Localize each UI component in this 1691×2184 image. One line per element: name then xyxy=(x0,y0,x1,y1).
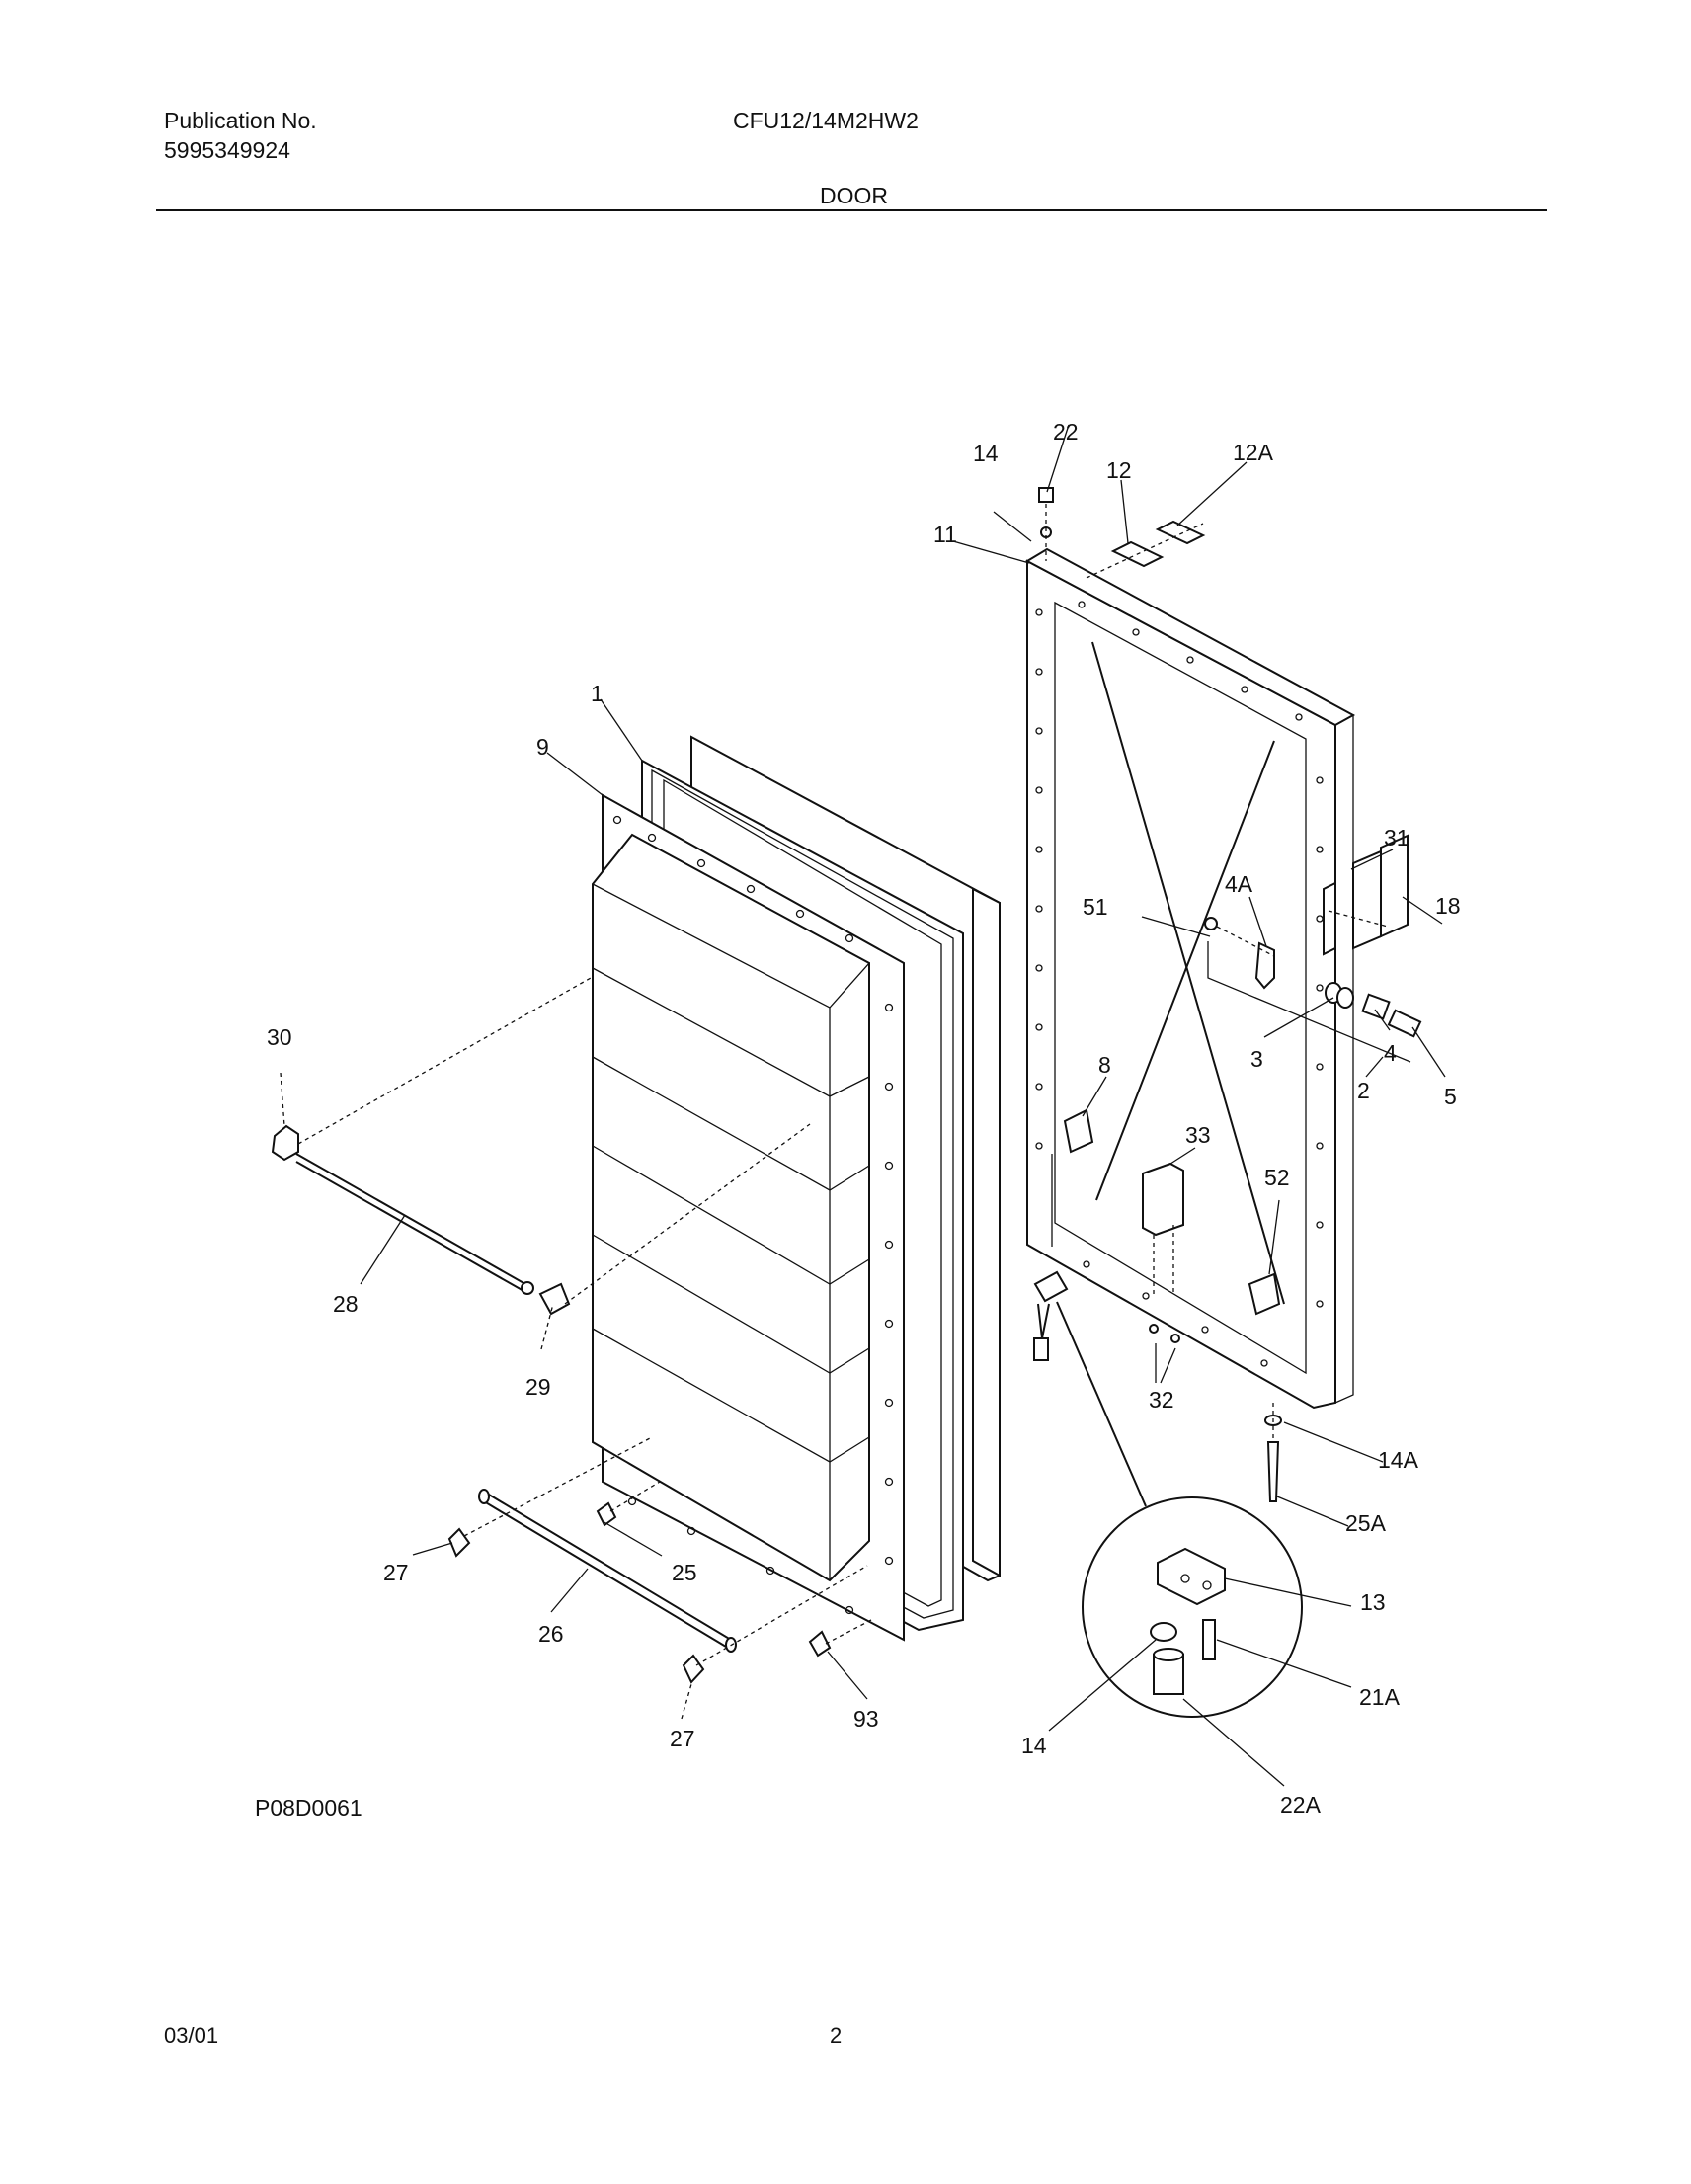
callout-32: 32 xyxy=(1149,1387,1174,1413)
callout-25: 25 xyxy=(672,1560,697,1585)
cross-brace xyxy=(1091,641,1285,1305)
callout-22a: 22A xyxy=(1280,1792,1322,1818)
cross-brace xyxy=(1095,740,1275,1201)
model-number: CFU12/14M2HW2 xyxy=(733,108,919,133)
callout-8: 8 xyxy=(1098,1052,1111,1078)
callout-28: 28 xyxy=(333,1291,359,1317)
callout-27-left: 27 xyxy=(383,1560,409,1585)
header-rule xyxy=(156,209,1547,211)
callout-18: 18 xyxy=(1435,893,1461,919)
figure-id: P08D0061 xyxy=(255,1795,362,1820)
callout-14a: 14A xyxy=(1378,1447,1419,1473)
liner-screw-holes xyxy=(612,815,894,1615)
callout-25a: 25A xyxy=(1345,1510,1387,1536)
small-parts xyxy=(271,487,1422,1684)
publication-number: 5995349924 xyxy=(164,137,290,163)
door-frame xyxy=(1024,547,1356,1410)
callout-14-detail: 14 xyxy=(1021,1733,1047,1758)
detail-circle xyxy=(1056,1301,1303,1718)
door-liner xyxy=(591,793,905,1642)
callout-33: 33 xyxy=(1185,1122,1211,1148)
footer-date: 03/01 xyxy=(164,2023,219,2048)
section-title: DOOR xyxy=(820,183,888,208)
callout-5: 5 xyxy=(1444,1084,1457,1109)
callouts: 1 9 11 14 22 12 12A 31 18 4A 51 3 4 5 2 … xyxy=(255,419,1461,1820)
callout-26: 26 xyxy=(538,1621,564,1647)
publication-label: Publication No. xyxy=(164,108,317,133)
callout-12a: 12A xyxy=(1233,440,1274,465)
callout-3: 3 xyxy=(1250,1046,1263,1072)
callout-11: 11 xyxy=(933,522,957,547)
callout-51: 51 xyxy=(1083,894,1108,920)
callout-4a: 4A xyxy=(1225,871,1253,897)
leader-lines xyxy=(280,424,1446,1787)
callout-9: 9 xyxy=(536,734,549,760)
callout-4: 4 xyxy=(1384,1040,1397,1066)
callout-29: 29 xyxy=(525,1374,551,1400)
callout-12: 12 xyxy=(1106,457,1132,483)
callout-22: 22 xyxy=(1053,419,1079,445)
callout-93: 93 xyxy=(853,1706,879,1732)
callout-27-bottom: 27 xyxy=(670,1726,695,1751)
callout-31: 31 xyxy=(1384,825,1409,850)
callout-13: 13 xyxy=(1360,1589,1386,1615)
footer-page-number: 2 xyxy=(830,2023,843,2048)
callout-21a: 21A xyxy=(1359,1684,1401,1710)
callout-2: 2 xyxy=(1357,1078,1370,1103)
callout-1: 1 xyxy=(591,681,604,706)
callout-14-top: 14 xyxy=(973,441,999,466)
callout-52: 52 xyxy=(1264,1165,1290,1190)
callout-30: 30 xyxy=(267,1024,292,1050)
